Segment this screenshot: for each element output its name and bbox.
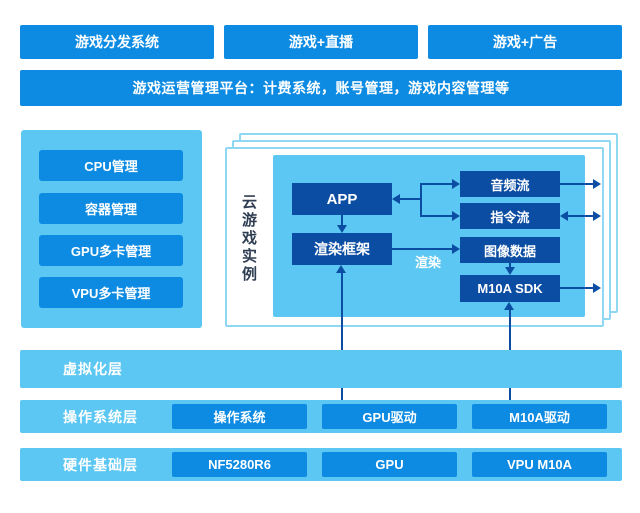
arrow-branch-vertical: [420, 183, 422, 217]
arrowhead-m10a-driver-to-sdk: [504, 302, 514, 310]
arrowhead-into-image-data: [452, 244, 460, 254]
arrowhead-command-in: [560, 211, 568, 221]
gpu-driver-box: GPU驱动: [322, 404, 457, 429]
arrowhead-command-out: [593, 211, 601, 221]
render-arrow-label: 渲染: [414, 255, 441, 270]
arrowhead-into-render-framework: [337, 225, 347, 233]
node-app: APP: [292, 183, 392, 215]
hardware-layer-bar: 硬件基础层 NF5280R6 GPU VPU M10A: [20, 448, 622, 481]
top-button-game-livestream: 游戏+直播: [224, 25, 418, 59]
arrow-audio-out-line: [560, 183, 593, 185]
m10a-driver-box: M10A驱动: [472, 404, 607, 429]
node-audio-stream: 音频流: [460, 171, 560, 197]
cloud-instance-title: 云游戏实例: [240, 194, 257, 284]
os-box: 操作系统: [172, 404, 307, 429]
arrow-app-to-render-line: [341, 215, 343, 225]
gpu-multicard-management-button: GPU多卡管理: [39, 235, 183, 266]
virtualization-layer-bar: 虚拟化层: [20, 350, 622, 388]
arrowhead-audio-out: [593, 179, 601, 189]
cpu-management-button: CPU管理: [39, 150, 183, 181]
arrowhead-into-m10a-sdk: [505, 267, 515, 275]
hardware-layer-label: 硬件基础层: [63, 456, 138, 473]
arrow-branch-to-audio-line: [420, 183, 452, 185]
arrowhead-into-audio-stream: [452, 179, 460, 189]
node-render-framework: 渲染框架: [292, 233, 392, 265]
gpu-hardware-box: GPU: [322, 452, 457, 477]
node-command-stream: 指令流: [460, 203, 560, 229]
vpu-m10a-box: VPU M10A: [472, 452, 607, 477]
arrowhead-into-app: [392, 194, 400, 204]
nf5280r6-server-box: NF5280R6: [172, 452, 307, 477]
management-platform-bar: 游戏运营管理平台：计费系统，账号管理，游戏内容管理等: [20, 70, 622, 106]
arrow-image-to-sdk-line: [509, 263, 511, 268]
arrow-app-branch-line: [400, 198, 421, 200]
arrowhead-gpu-driver-to-render: [336, 265, 346, 273]
arrow-command-out-line: [568, 215, 593, 217]
vpu-multicard-management-button: VPU多卡管理: [39, 277, 183, 308]
container-management-button: 容器管理: [39, 193, 183, 224]
os-layer-label: 操作系统层: [63, 408, 138, 425]
arrow-render-to-image-line: [392, 248, 452, 250]
arrowhead-into-command-stream: [452, 211, 460, 221]
os-layer-bar: 操作系统层 操作系统 GPU驱动 M10A驱动: [20, 400, 622, 433]
top-button-game-distribution: 游戏分发系统: [20, 25, 214, 59]
arrow-branch-to-command-line: [420, 215, 452, 217]
node-image-data: 图像数据: [460, 237, 560, 263]
arrow-sdk-out-line: [560, 287, 593, 289]
arrowhead-sdk-out: [593, 283, 601, 293]
connector-gpu-driver-line: [341, 273, 343, 400]
node-m10a-sdk: M10A SDK: [460, 275, 560, 302]
virtualization-layer-label: 虚拟化层: [63, 361, 123, 377]
top-button-game-ads: 游戏+广告: [428, 25, 622, 59]
